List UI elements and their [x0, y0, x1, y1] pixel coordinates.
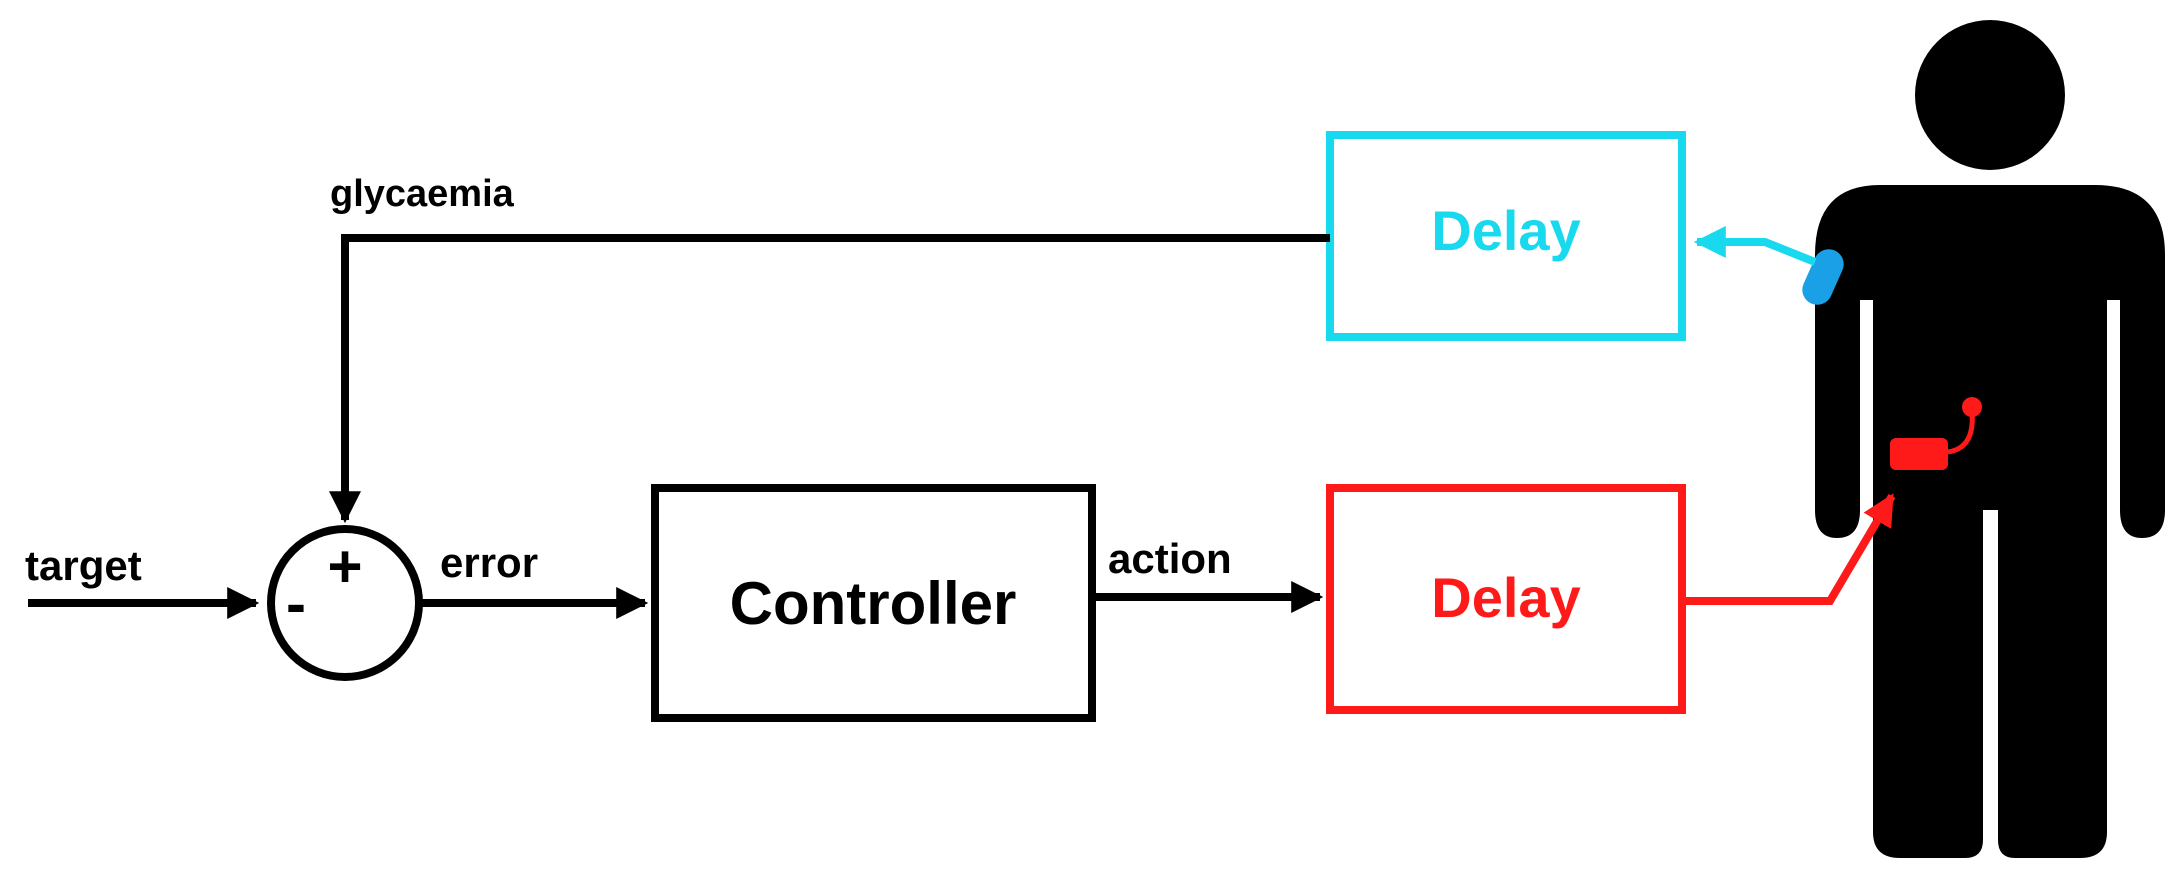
summing-minus-sign: - — [286, 570, 306, 637]
sensor-signal-arrow — [1693, 226, 1817, 266]
actuator-delay-block — [1326, 484, 1686, 714]
glucose-sensor-icon — [1802, 249, 1844, 305]
insulin-delivery-arrow — [1682, 493, 1896, 605]
action-label: action — [1108, 535, 1232, 582]
actuator-delay-label: Delay — [1431, 566, 1580, 629]
sensor-delay-label: Delay — [1431, 199, 1580, 262]
summing-plus-sign: + — [327, 533, 362, 600]
glycaemia-label: glycaemia — [330, 173, 515, 215]
error-label: error — [440, 539, 538, 586]
controller-block — [651, 484, 1096, 722]
person-silhouette-icon — [1815, 20, 2165, 858]
person-head — [1915, 20, 2065, 170]
insulin-pump-icon — [1890, 397, 1982, 470]
person-body — [1815, 185, 2165, 858]
target-label: target — [25, 542, 142, 589]
controller-label: Controller — [730, 570, 1017, 637]
glycaemia-feedback-line — [329, 234, 1330, 524]
